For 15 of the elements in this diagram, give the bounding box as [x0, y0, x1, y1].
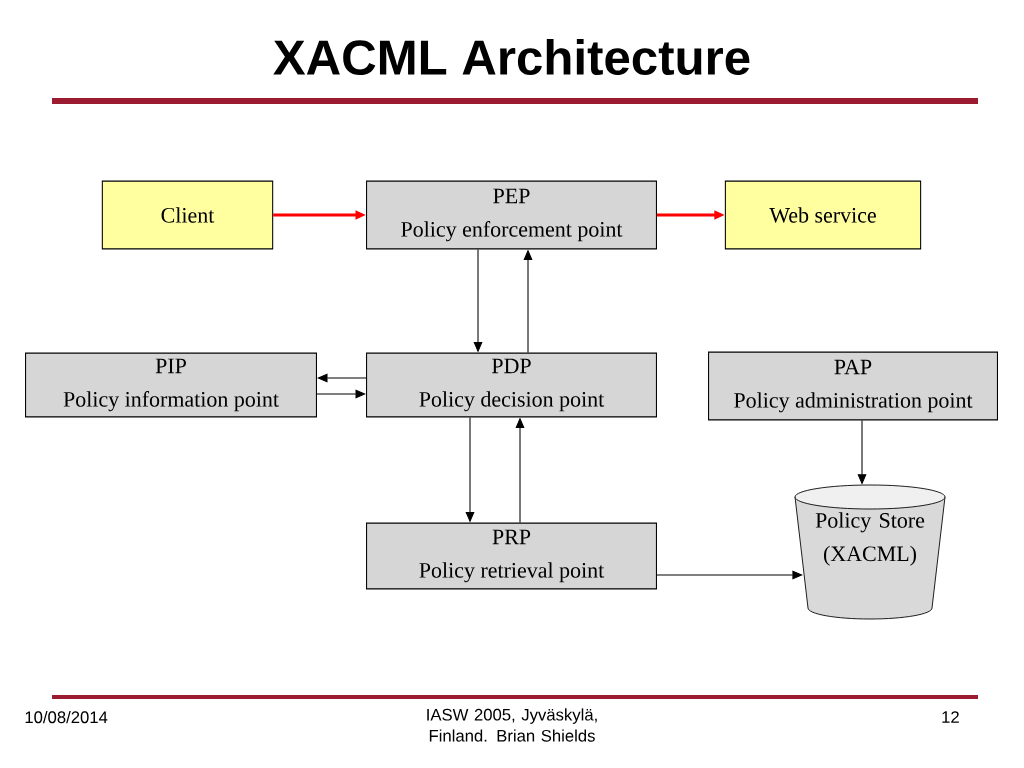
footer-text: 12: [942, 711, 959, 723]
process-box: Web service: [724, 180, 922, 250]
arrow: [317, 373, 367, 383]
arrow: [656, 570, 803, 580]
process-box: PAP Policy administration point: [708, 351, 998, 421]
footer-text: IASW 2005, Jyväskylä, Finland. Brian Shields: [427, 708, 597, 742]
process-box: PEP Policy enforcement point: [366, 180, 657, 250]
process-box: PIP Policy information point: [25, 352, 317, 418]
footer-text: 10/08/2014: [25, 710, 108, 724]
title: XACML Architecture: [273, 38, 750, 76]
process-box: PRP Policy retrieval point: [366, 522, 657, 590]
process-box: PDP Policy decision point: [366, 352, 657, 418]
process-box: Client: [101, 180, 274, 250]
storage-cylinder: Policy Store (XACML): [794, 484, 946, 620]
arrow: [316, 389, 366, 399]
